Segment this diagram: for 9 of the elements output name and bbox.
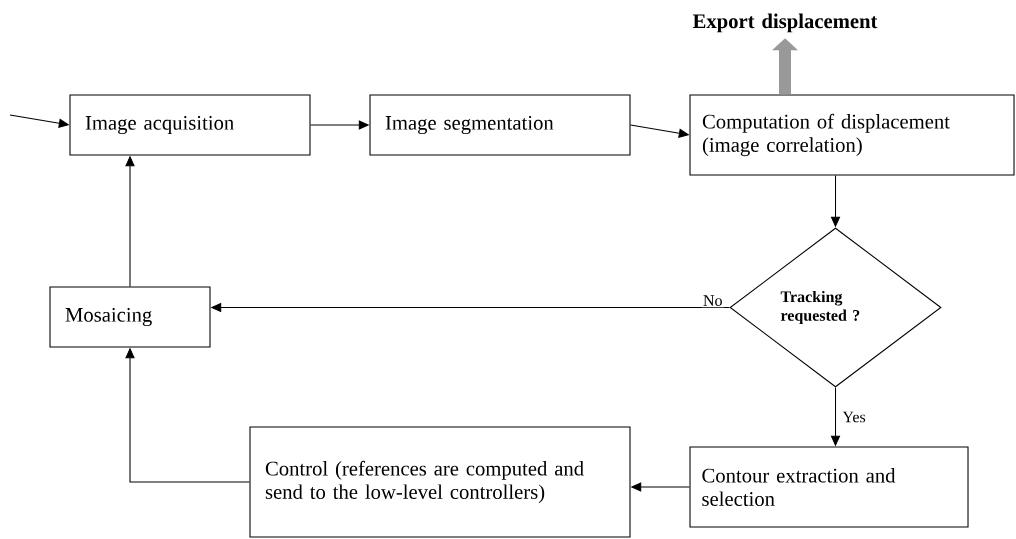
process-box: Image acquisition	[69, 94, 311, 156]
process-box: Contour extraction and selection	[689, 446, 969, 528]
edge-label: Yes	[841, 410, 868, 424]
output-label: Export displacement	[692, 13, 878, 33]
process-box: Computation of displacement (image correlation)	[689, 94, 1015, 176]
edge-label: No	[701, 293, 724, 308]
process-box: Image segmentation	[369, 94, 631, 156]
process-box: Mosaicing	[49, 286, 211, 348]
process-box: Control (references are computed and send to the low-level controllers)	[249, 426, 631, 538]
